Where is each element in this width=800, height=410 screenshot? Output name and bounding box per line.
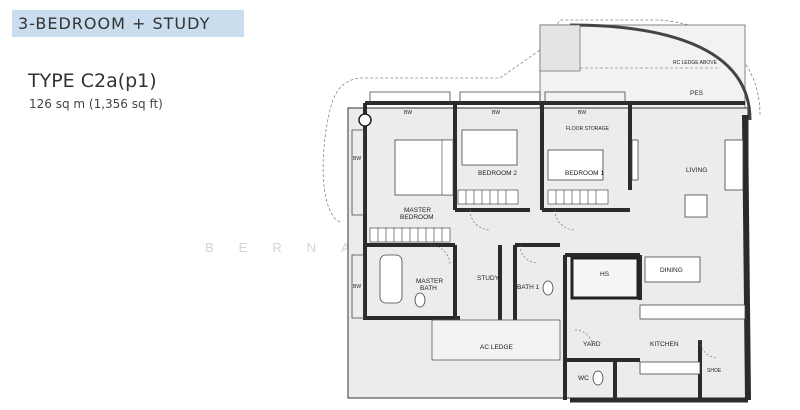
label-shoe: SHOE: [707, 368, 722, 374]
master-bed-headboard: [441, 139, 454, 196]
label-hs: HS: [600, 271, 610, 278]
label-bw-1: BW: [404, 110, 412, 116]
label-bw-4: BW: [353, 156, 361, 162]
label-dining: DINING: [660, 267, 683, 274]
label-kitchen: KITCHEN: [650, 341, 679, 348]
outer-walls: [363, 101, 751, 403]
kitchen-counter: [639, 304, 746, 320]
label-study: STUDY: [477, 275, 500, 282]
pes-planter: [539, 24, 581, 72]
pes-curve: [569, 23, 752, 121]
label-bw-5: BW: [353, 284, 361, 290]
bedroom2-bed: [461, 129, 518, 166]
label-rc-ledge: RC LEDGE ABOVE: [673, 60, 718, 66]
label-yard: YARD: [583, 341, 601, 348]
label-ac-ledge: AC LEDGE: [480, 344, 514, 351]
header-band: [12, 10, 244, 37]
bedroom1-bed: [547, 149, 604, 181]
label-master-bedroom-2: BEDROOM: [400, 214, 434, 221]
label-bedroom2: BEDROOM 2: [478, 170, 517, 177]
bath1-toilet: [542, 280, 554, 296]
label-master-bath-1: MASTER: [416, 278, 443, 285]
wardrobes: [369, 189, 609, 243]
master-bathtub: [379, 254, 403, 304]
label-master-bedroom-1: MASTER: [404, 207, 431, 214]
tv-console: [631, 139, 639, 181]
label-bedroom1: BEDROOM 1: [565, 170, 604, 177]
kitchen-counter-lower: [639, 361, 701, 375]
wc-toilet: [592, 370, 604, 386]
door-swings: [429, 209, 719, 359]
dining-table: [644, 256, 701, 283]
label-living: LIVING: [686, 167, 707, 174]
label-master-bath-2: BATH: [420, 285, 437, 292]
unit-type-title: TYPE C2a(p1): [28, 70, 157, 92]
label-bw-2: BW: [492, 110, 500, 116]
living-sofa: [724, 139, 744, 191]
label-bath1: BATH 1: [517, 284, 540, 291]
unit-category: 3-BEDROOM + STUDY: [18, 14, 211, 33]
column-circle: [358, 113, 372, 127]
unit-area: 126 sq m (1,356 sq ft): [29, 97, 163, 111]
label-floor-storage: FLOOR STORAGE: [566, 126, 610, 132]
label-pes: PES: [690, 90, 704, 97]
label-bw-3: BW: [578, 110, 586, 116]
label-wc: WC: [578, 375, 589, 382]
bay-windows: [351, 91, 626, 319]
master-bath-toilet: [414, 292, 426, 308]
living-armchair: [684, 194, 708, 218]
ac-ledge-area: [431, 319, 561, 361]
household-shelter: [570, 256, 640, 300]
